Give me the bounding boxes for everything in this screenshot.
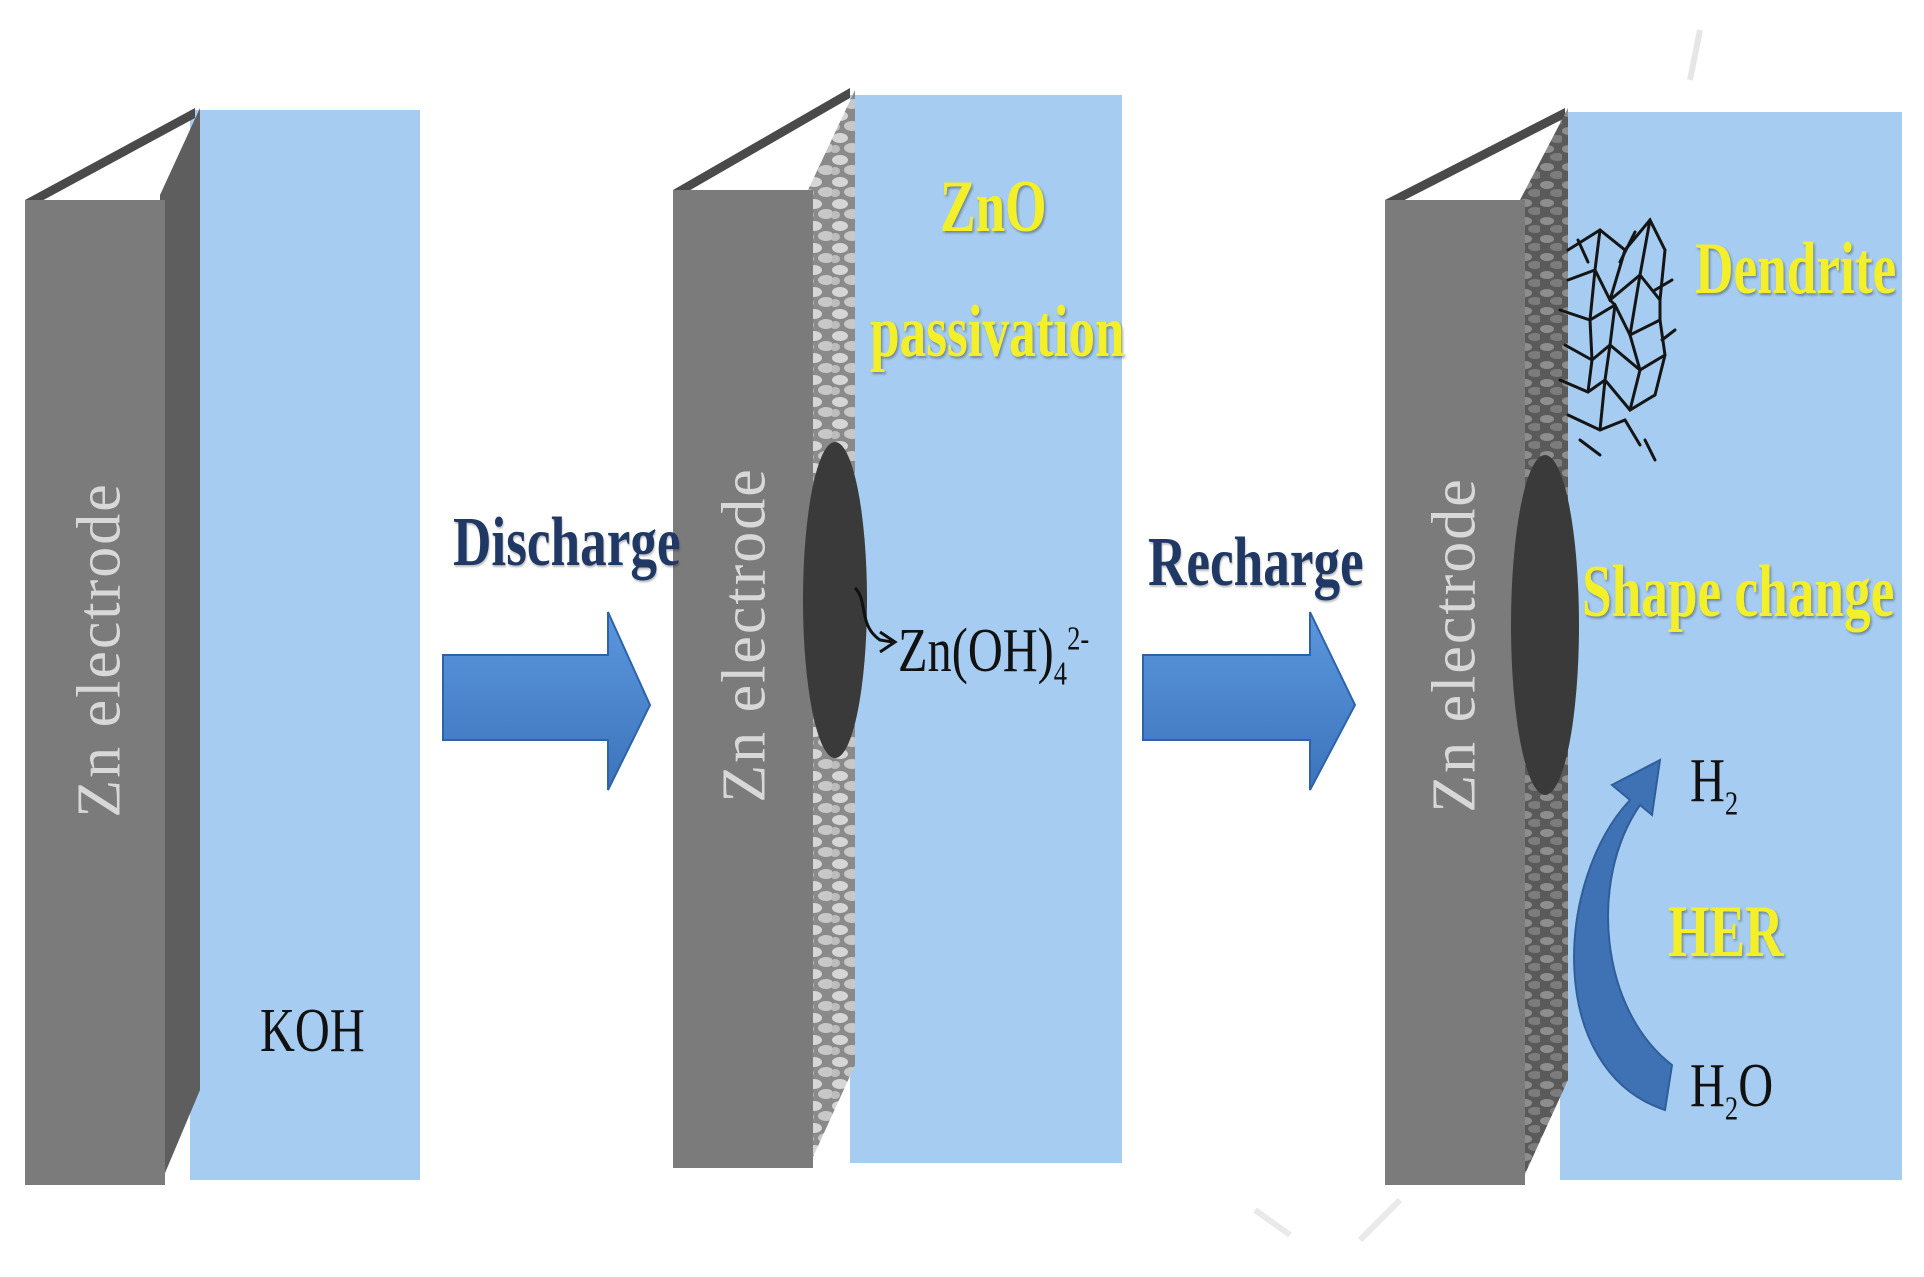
dendrite-icon [1558,217,1677,462]
electrode-side-face [160,108,200,1185]
electrode-label: Zn electrode [1420,477,1489,813]
recharge-label: Recharge [1148,524,1364,601]
electrode-top-face [1385,108,1565,210]
electrode-front-face [25,200,165,1185]
watermark-mark [1687,29,1703,81]
electrode-front-face [673,190,813,1168]
electrode-top-face [25,108,195,210]
recharge-arrow [1142,611,1357,791]
electrolyte-label: KOH [260,997,365,1065]
dissolution-arrow [853,586,893,644]
electrolyte-koh [190,110,420,1180]
dissolution-arrowhead [879,630,898,654]
electrode-label: Zn electrode [65,482,134,818]
discharge-arrow [442,611,652,791]
discharge-label: Discharge [453,504,681,581]
water-label: H2O [1690,1052,1774,1128]
electrode-label: Zn electrode [710,467,779,803]
electrode-top-face [673,88,850,200]
hydrogen-label: H2 [1690,747,1739,823]
electrolyte [850,95,1122,1163]
panel-discharged [673,88,1122,1168]
dissolution-pit [803,442,867,758]
shape-change-pit [1511,455,1579,795]
her-curved-arrow [1573,758,1674,1112]
panel-initial [25,108,420,1185]
dendrite-label: Dendrite [1695,228,1897,310]
zno-label: ZnO [940,166,1047,248]
passivation-label: passivation [870,291,1125,373]
shape-change-label: Shape change [1582,551,1895,633]
zincate-label: Zn(OH)42- [898,617,1090,693]
watermark-mark [1253,1197,1403,1243]
her-label: HER [1668,891,1784,973]
panel-recharged [1385,108,1902,1185]
electrode-front-face [1385,200,1525,1185]
